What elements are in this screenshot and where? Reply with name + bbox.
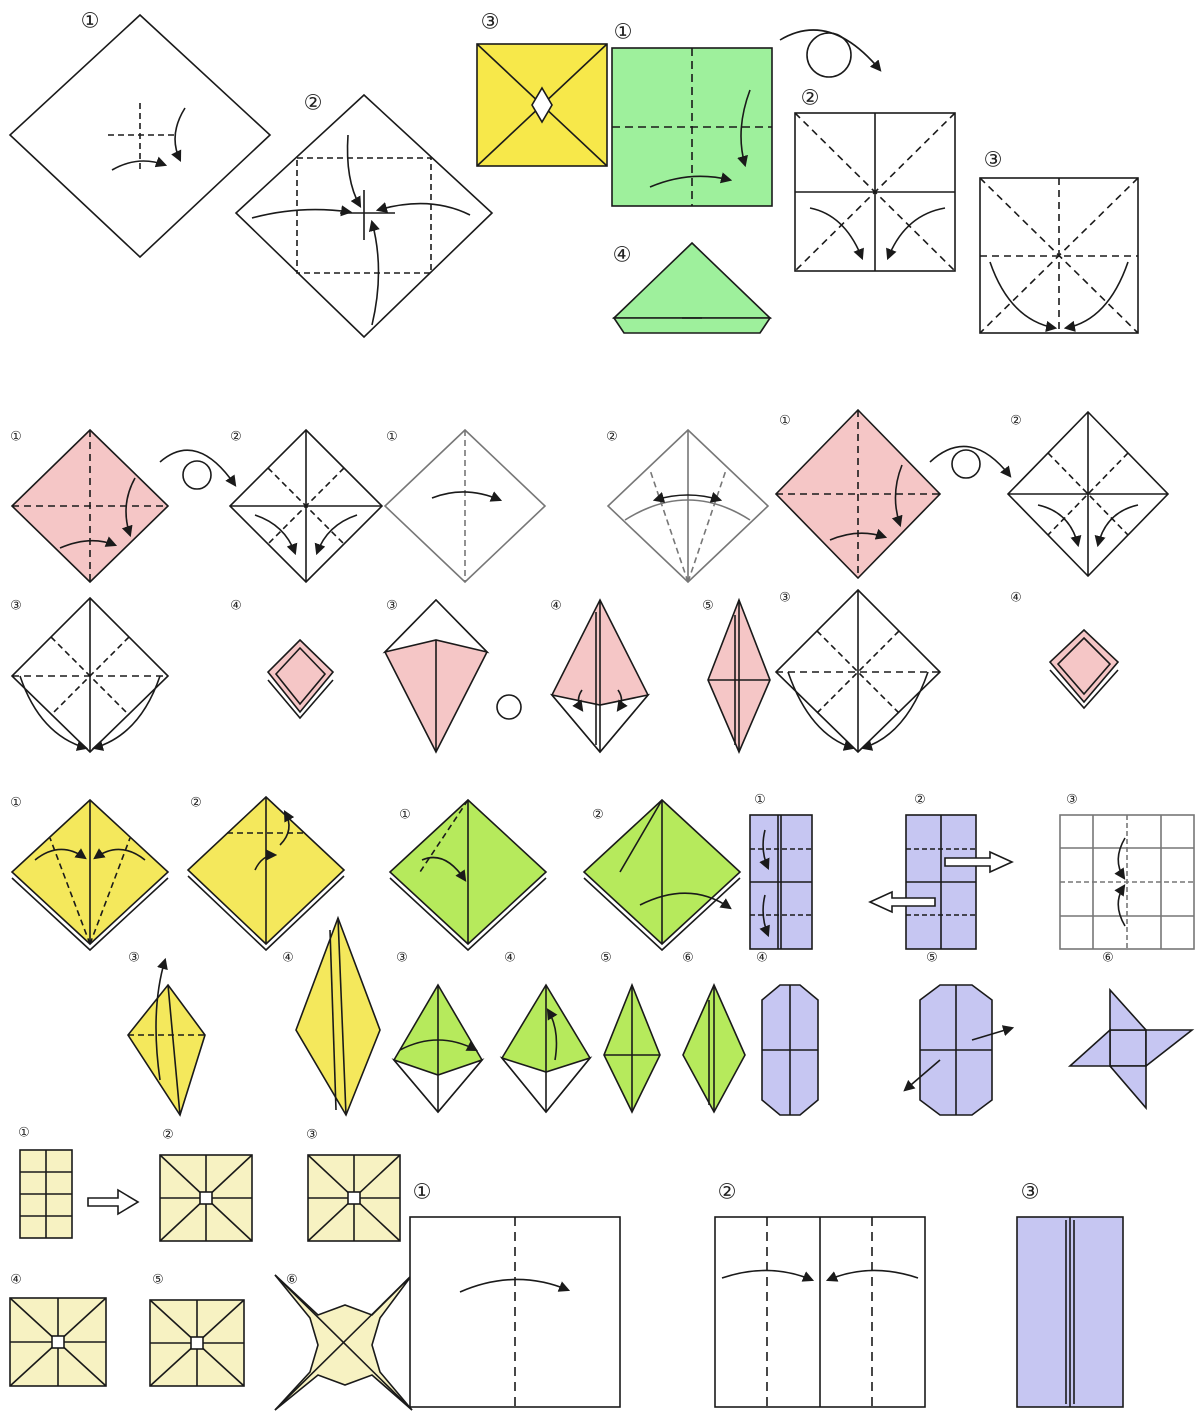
- diagram-10-step-1: [410, 1217, 620, 1407]
- diagram-3-step-1-pink: [12, 430, 168, 582]
- diagram-4-step-5-pink: [708, 600, 770, 752]
- diagram-8-step-6-pinwheel: [1070, 990, 1192, 1108]
- diagram-5-step-4-pink-base: [1050, 630, 1118, 708]
- diagram-4-step-2: [608, 430, 768, 582]
- diagram-5-step-3: [776, 590, 940, 752]
- diagram-8-step-2-lavender: [870, 815, 1012, 949]
- diagram-7-step-6-lime: [683, 985, 745, 1112]
- diagram-5-step-1-pink: [776, 410, 940, 578]
- push-arrow: [88, 1190, 138, 1214]
- diagram-2-step-3-yellow-square: [477, 44, 607, 166]
- diagram-4-step-3-pink-kite: [385, 600, 487, 752]
- diagram-2-step-3: [980, 178, 1138, 333]
- diagram-7-step-4-lime: [502, 985, 590, 1112]
- diagram-7-step-5-lime: [604, 985, 660, 1112]
- diagram-4-step-1: [385, 430, 545, 582]
- rotate-symbol: [497, 695, 521, 719]
- diagram-6-step-1-yellow: [12, 800, 168, 950]
- diagram-8-step-4-lavender: [762, 985, 818, 1115]
- diagram-2-step-2: [795, 113, 955, 271]
- diagram-3-step-3: [12, 598, 168, 752]
- turn-over-symbol: [930, 446, 1010, 478]
- diagram-2-step-1-green-square: [612, 48, 772, 206]
- diagram-4-step-4-pink: [552, 600, 648, 752]
- diagram-10-step-3-lavender: [1017, 1217, 1123, 1407]
- diagram-2-step-4-green-base: [614, 243, 770, 333]
- diagram-7-step-3-lime: [394, 985, 482, 1112]
- turn-over-symbol: [780, 30, 880, 77]
- diagram-7-step-2-lime: [584, 800, 740, 950]
- diagram-9-step-6-star: [275, 1275, 412, 1410]
- diagram-1-step-1: [10, 15, 270, 257]
- diagram-1-step-2: [236, 95, 492, 337]
- diagram-9-step-5-cream: [150, 1300, 244, 1386]
- diagram-6-step-3-yellow-kite: [128, 960, 205, 1115]
- diagram-9-step-3-cream: [308, 1155, 400, 1241]
- diagram-8-step-1-lavender: [750, 815, 812, 949]
- diagram-6-step-4-yellow-long: [296, 918, 380, 1115]
- diagram-9-step-4-cream: [10, 1298, 106, 1386]
- diagram-5-step-2: [1008, 412, 1168, 576]
- diagram-6-step-2-yellow: [188, 797, 344, 950]
- diagram-3-step-2: [230, 430, 382, 582]
- diagram-3-step-4-pink-base: [268, 640, 333, 718]
- diagram-8-step-3: [1060, 815, 1194, 949]
- turn-over-symbol: [160, 450, 235, 489]
- diagram-9-step-2-cream: [160, 1155, 252, 1241]
- diagram-8-step-5-lavender: [905, 985, 1012, 1115]
- diagram-7-step-1-lime: [390, 800, 546, 950]
- diagram-10-step-2: [715, 1217, 925, 1407]
- diagram-9-step-1-cream: [20, 1150, 72, 1238]
